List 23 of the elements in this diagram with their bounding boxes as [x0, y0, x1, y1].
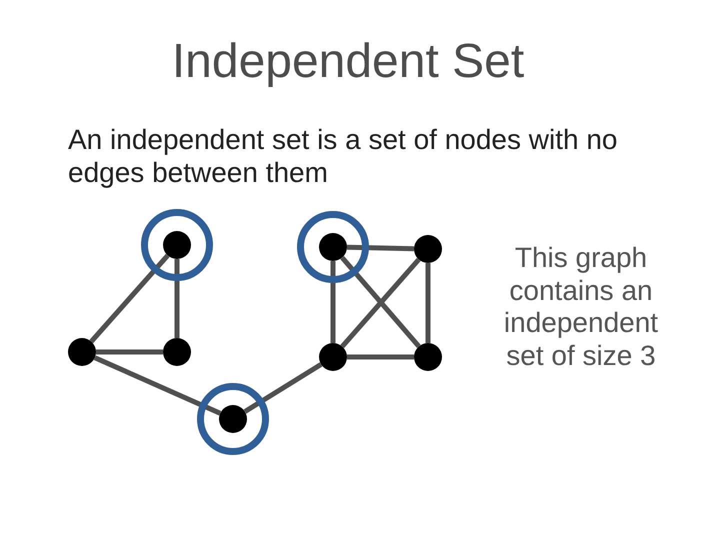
graph-edge [426, 263, 430, 343]
highlight-ring [141, 209, 213, 281]
graph-vertex [163, 231, 191, 259]
graph-edge [330, 261, 336, 343]
graph-edge [346, 244, 414, 252]
graph-vertex [414, 343, 442, 371]
highlight-ring [197, 383, 269, 455]
graph-edge [96, 350, 163, 354]
graph-vertex [319, 343, 347, 371]
graph-vertex [219, 405, 247, 433]
graph-edge [174, 259, 180, 338]
graph-edge [244, 362, 322, 414]
graph-vertex [163, 338, 191, 366]
body-text: An independent set is a set of nodes with no edges between them [68, 123, 618, 189]
graph-vertex [319, 233, 347, 261]
side-note: This graph contains an independent set of size 3 [502, 242, 660, 372]
graph-vertex [414, 235, 442, 263]
graph-vertex [68, 338, 96, 366]
graph-edge [94, 355, 222, 416]
slide-title: Independent Set [170, 35, 526, 89]
graph-edge [347, 354, 414, 360]
graph-edge [89, 254, 170, 344]
highlight-ring [297, 211, 369, 283]
